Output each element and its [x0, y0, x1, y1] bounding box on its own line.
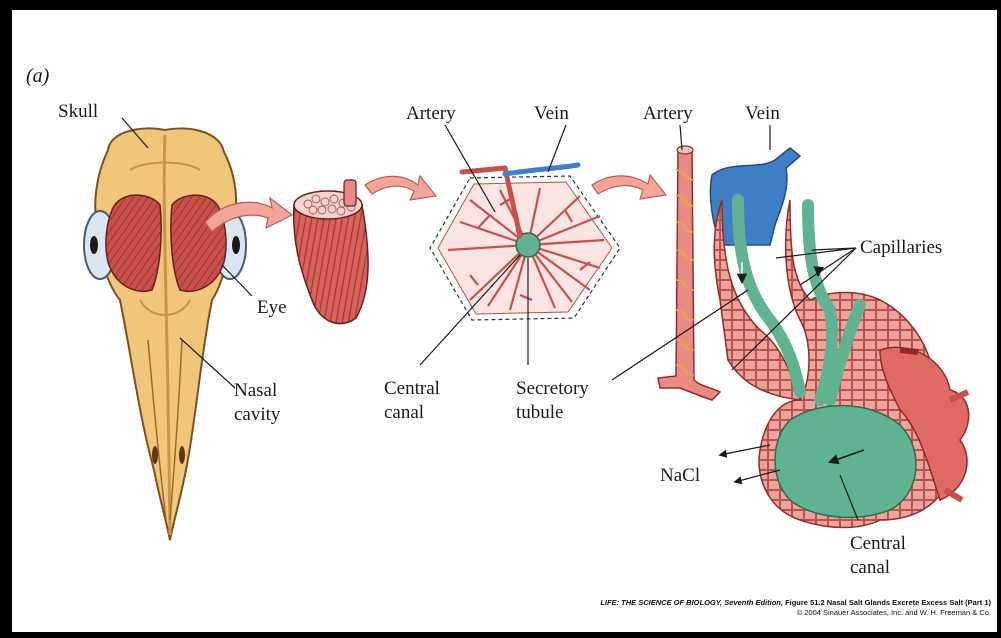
caption-figure-title: Figure 51.2 Nasal Salt Glands Excrete Ex… — [785, 598, 991, 607]
label-nacl: NaCl — [660, 465, 700, 486]
panel-letter: (a) — [26, 66, 49, 87]
label-nasal-cavity-line1: Nasal — [234, 380, 277, 401]
label-secretory-tubule-line2: tubule — [516, 402, 564, 423]
label-capillaries: Capillaries — [860, 237, 942, 258]
arrow-lobule-to-tubule — [592, 175, 666, 199]
gland-section — [294, 180, 368, 324]
label-central-canal-lobule-line1: Central — [384, 378, 440, 399]
label-artery-detail: Artery — [643, 103, 693, 124]
label-central-canal-lobule-line2: canal — [384, 402, 424, 423]
label-vein-detail: Vein — [745, 103, 780, 124]
caption-book-title: LIFE: THE SCIENCE OF BIOLOGY, Seventh Ed… — [600, 598, 783, 607]
arrow-section-to-lobule — [365, 176, 436, 200]
gland-lobule — [430, 165, 620, 320]
lobule-vein — [505, 165, 578, 174]
label-vein-lobule: Vein — [534, 103, 569, 124]
caption-copyright: © 2004 Sinauer Associates, Inc. and W. H… — [600, 608, 991, 618]
label-skull: Skull — [58, 101, 98, 122]
label-nasal-cavity-line2: cavity — [234, 404, 280, 425]
label-central-canal-detail-line1: Central — [850, 533, 906, 554]
figure-caption: LIFE: THE SCIENCE OF BIOLOGY, Seventh Ed… — [600, 598, 991, 618]
label-central-canal-detail-line2: canal — [850, 557, 890, 578]
central-canal-bulb — [775, 406, 916, 518]
bird-skull — [84, 128, 246, 540]
label-artery-lobule: Artery — [406, 103, 456, 124]
label-eye: Eye — [257, 297, 287, 318]
label-secretory-tubule-line1: Secretory — [516, 378, 589, 399]
tubule-detail — [658, 146, 969, 528]
